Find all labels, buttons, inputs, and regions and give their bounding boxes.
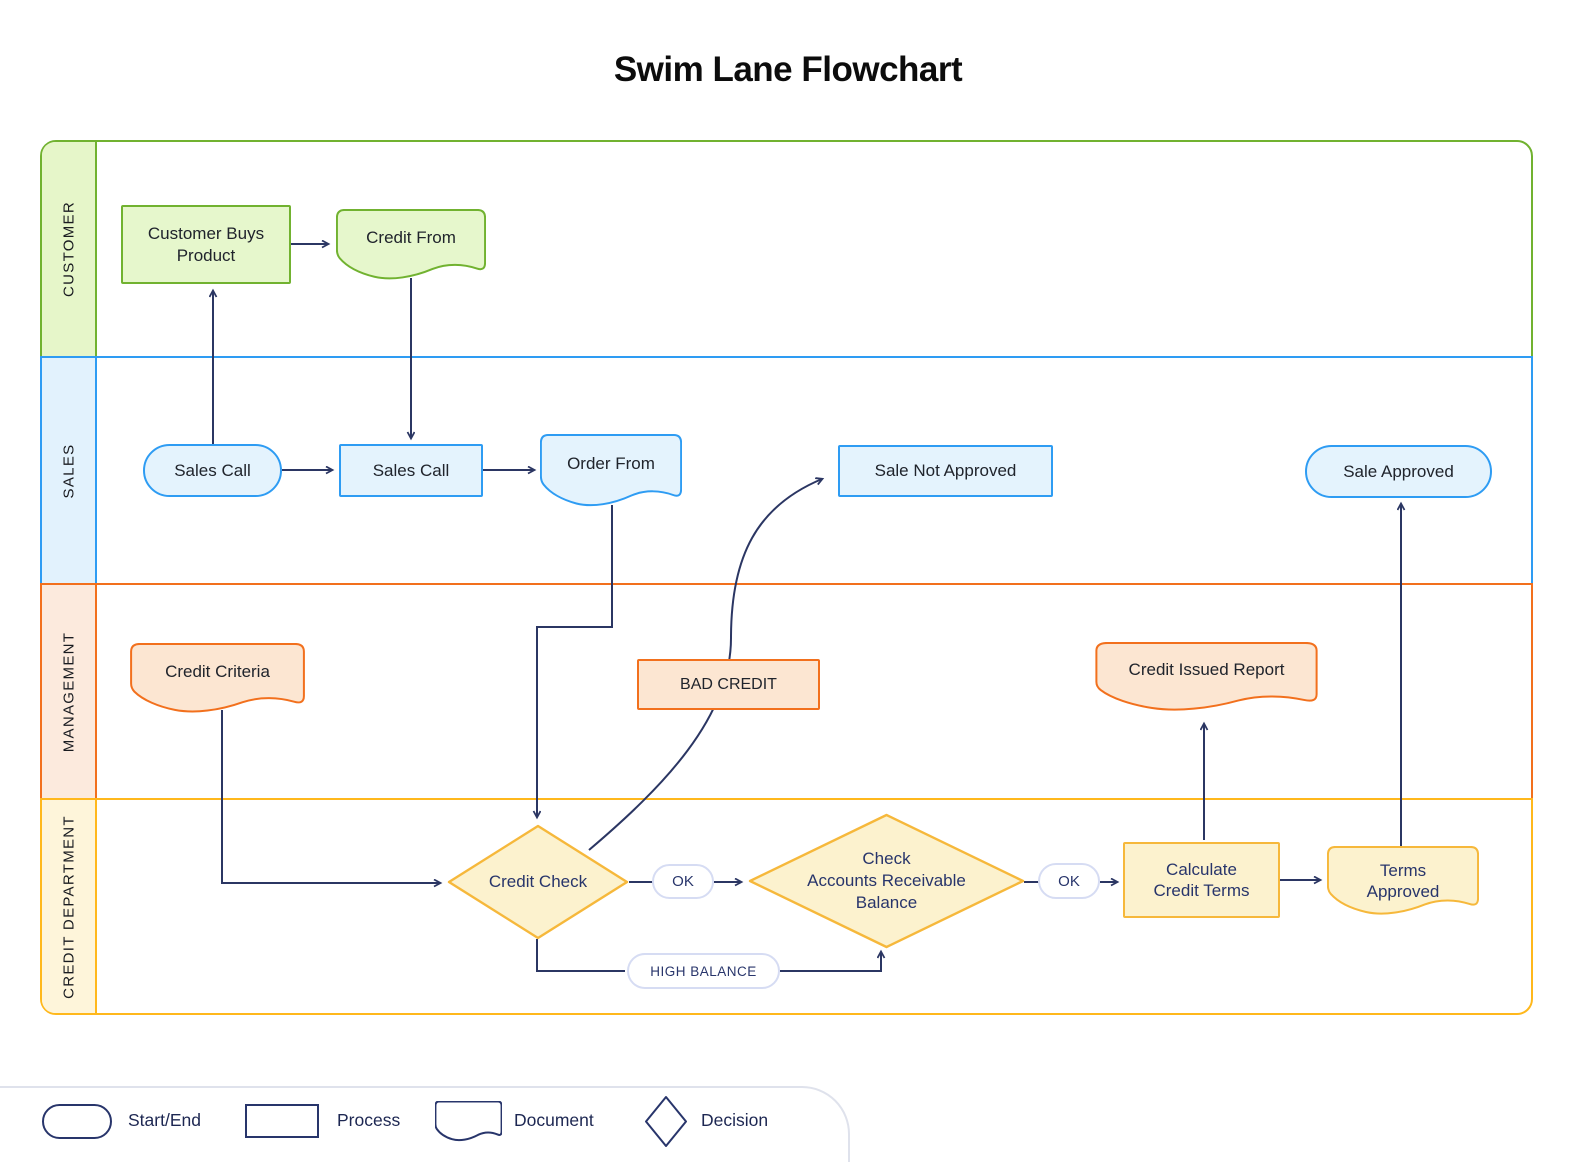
node-credit-issued-report: Credit Issued Report xyxy=(1095,642,1318,718)
node-credit-check: Credit Check xyxy=(447,824,629,940)
edge-label-ok-balance: OK xyxy=(1038,863,1100,899)
edge-criteria-to-creditcheck xyxy=(221,710,440,883)
document-shape xyxy=(1095,642,1318,718)
node-sales-call-start: Sales Call xyxy=(143,444,282,497)
legend-panel xyxy=(0,1086,850,1162)
legend-process-shape xyxy=(245,1104,319,1138)
node-check-accounts-receivable-balance: Check Accounts Receivable Balance xyxy=(748,813,1025,949)
legend-decision-shape xyxy=(645,1096,687,1147)
lane-credit-department-header: CREDIT DEPARTMENT xyxy=(42,800,97,1013)
document-shape xyxy=(540,434,682,514)
document-shape xyxy=(130,643,305,720)
decision-shape xyxy=(447,824,629,940)
edge-creditcheck-to-salenotapproved xyxy=(588,479,822,851)
node-sales-call: Sales Call xyxy=(339,444,483,497)
node-customer-buys-product: Customer Buys Product xyxy=(121,205,291,284)
lane-customer-header: CUSTOMER xyxy=(42,142,97,356)
edge-creditcheck-to-highbalance xyxy=(536,939,625,972)
lane-credit-department: CREDIT DEPARTMENT xyxy=(40,798,1533,1015)
node-bad-credit: BAD CREDIT xyxy=(637,659,820,710)
legend-decision-label: Decision xyxy=(701,1110,769,1130)
node-sale-approved: Sale Approved xyxy=(1305,445,1492,498)
legend-start-end-label: Start/End xyxy=(128,1110,201,1130)
node-credit-from: Credit From xyxy=(336,209,486,287)
legend-start-end-shape xyxy=(42,1104,112,1139)
page-title: Swim Lane Flowchart xyxy=(613,50,963,89)
edge-highbalance-to-balance xyxy=(780,952,881,972)
edge-orderfrom-to-creditcheck xyxy=(537,505,613,817)
legend-document-shape xyxy=(435,1101,502,1145)
edge-label-ok-credit-check: OK xyxy=(652,864,714,899)
lane-sales-header: SALES xyxy=(42,358,97,583)
decision-shape xyxy=(748,813,1025,949)
node-calculate-credit-terms: Calculate Credit Terms xyxy=(1123,842,1280,918)
document-shape xyxy=(1327,846,1479,922)
node-credit-criteria: Credit Criteria xyxy=(130,643,305,720)
node-order-from: Order From xyxy=(540,434,682,514)
document-shape xyxy=(336,209,486,287)
node-terms-approved: Terms Approved xyxy=(1327,846,1479,922)
legend-document-label: Document xyxy=(514,1110,594,1130)
lane-management-header: MANAGEMENT xyxy=(42,585,97,798)
legend-process-label: Process xyxy=(337,1110,401,1130)
node-sale-not-approved: Sale Not Approved xyxy=(838,445,1053,497)
edge-label-high-balance: HIGH BALANCE xyxy=(627,953,780,989)
